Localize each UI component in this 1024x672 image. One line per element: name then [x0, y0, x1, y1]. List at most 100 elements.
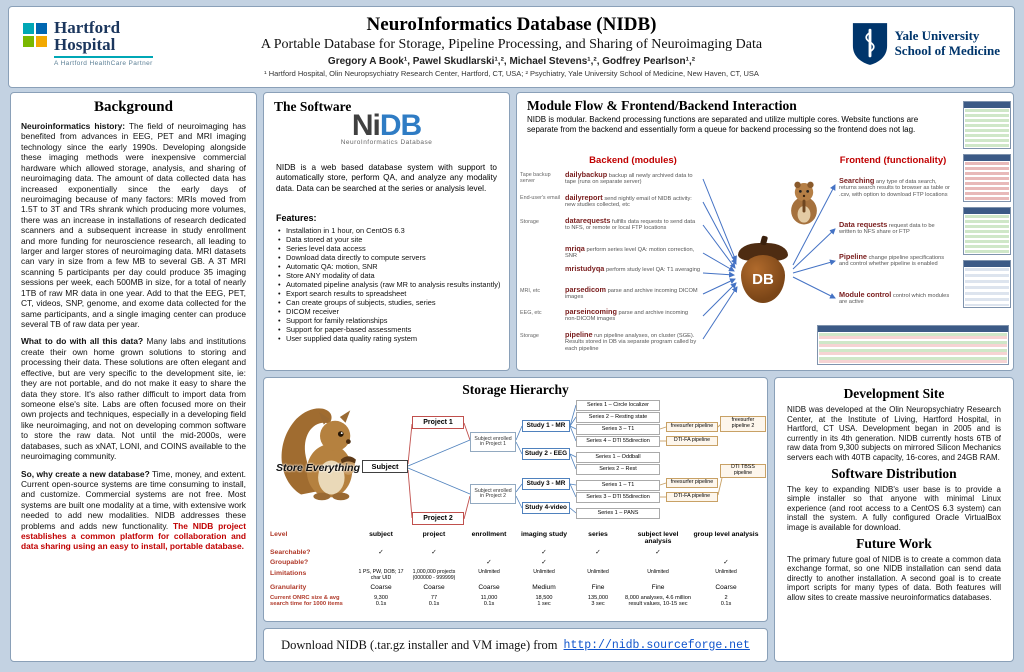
development-panel: Development Site NIDB was developed at t… [774, 377, 1014, 662]
feature-item: Support for family relationships [278, 316, 501, 325]
node-study1: Study 1 - MR [522, 420, 570, 432]
yale-line1: Yale University [894, 28, 980, 44]
hartford-tagline: A Hartford HealthCare Partner [54, 60, 153, 67]
feature-item: Installation in 1 hour, on CentOS 6.3 [278, 226, 501, 235]
nidb-logo-ni: Ni [351, 109, 381, 142]
nidb-logo-db: DB [379, 109, 422, 142]
feature-item: Can create groups of subjects, studies, … [278, 298, 501, 307]
devsite-title: Development Site [843, 386, 945, 401]
node-pipeline: freesurfer pipeline [666, 422, 718, 432]
nidb-logo-subtitle: NeuroInformatics Database [340, 139, 433, 146]
storage-table-row-groupable: Groupable? ✓ ✓ ✓ [270, 559, 729, 567]
software-panel: The Software NiDB NeuroInformatics Datab… [263, 92, 510, 371]
download-bar: Download NIDB (.tar.gz installer and VM … [263, 628, 768, 662]
frontend-function: Searching any type of data search, retur… [839, 177, 950, 198]
yale-shield-icon [852, 23, 887, 65]
background-p1-lead: Neuroinformatics history: [21, 121, 126, 131]
node-enrollment2: Subject enrolled in Project 2 [470, 484, 516, 504]
node-project2: Project 2 [412, 512, 464, 525]
storage-table: Level subject project enrollment imaging… [270, 528, 763, 608]
background-paragraph-1: Neuroinformatics history: The field of n… [21, 121, 246, 330]
db-acorn-graphic: DB [735, 241, 791, 305]
background-p3-lead: So, why create a new database? [21, 468, 150, 479]
node-pipeline: DTI-FA pipeline [666, 436, 718, 446]
poster-affiliations: ¹ Hartford Hospital, Olin Neuropsychiatr… [264, 69, 759, 78]
node-series: Series 3 – T1 [576, 424, 660, 435]
hartford-squares-icon [23, 23, 47, 67]
backend-module: mristudyqa perform study level QA: T1 av… [565, 265, 701, 273]
storage-panel: Storage Hierarchy [263, 377, 768, 622]
background-p2-lead: What to do with all this data? [21, 336, 144, 347]
background-paragraph-3: So, why create a new database? Time, mon… [21, 468, 246, 552]
node-series: Series 1 – T1 [576, 480, 660, 491]
download-link[interactable]: http://nidb.sourceforge.net [563, 638, 750, 652]
poster-title: NeuroInformatics Database (NIDB) [366, 14, 657, 35]
backend-source-label: Storage [520, 219, 539, 225]
node-enrollment1: Subject enrolled in Project 1 [470, 432, 516, 452]
yale-line2: School of Medicine [894, 43, 1000, 58]
node-pipeline: DTI TBSS pipeline [720, 464, 766, 478]
squirrel-mascot-image [281, 408, 356, 501]
node-study3: Study 3 - MR [522, 478, 570, 490]
feature-item: Automated pipeline analysis (raw MR to a… [278, 280, 501, 289]
node-project1: Project 1 [412, 416, 464, 429]
moduleflow-panel: Module Flow & Frontend/Backend Interacti… [516, 92, 1014, 371]
ui-screenshot-thumbnail-wide [817, 325, 1009, 365]
node-study4: Study 4-video [522, 502, 570, 514]
backend-source-label: Storage [520, 333, 539, 339]
feature-item: DICOM receiver [278, 307, 501, 316]
node-pipeline: DTI-FA pipeline [666, 492, 718, 502]
feature-item: Store ANY modality of data [278, 271, 501, 280]
node-pipeline: freesurfer pipeline 2 [720, 416, 766, 432]
background-title: Background [94, 99, 173, 115]
yale-logo: Yale University School of Medicine [851, 21, 1000, 67]
node-series: Series 2 – Rest [576, 464, 660, 475]
node-pipeline: freesurfer pipeline [666, 478, 718, 488]
frontend-function: Data requests request data to be written… [839, 221, 935, 236]
feature-item: Automatic QA: motion, SNR [278, 262, 501, 271]
moduleflow-title: Module Flow & Frontend/Backend Interacti… [527, 98, 797, 113]
backend-header: Backend (modules) [589, 155, 677, 166]
distribution-title: Software Distribution [831, 465, 957, 481]
node-series: Series 1 – Oddball [576, 452, 660, 463]
background-paragraph-2: What to do with all this data? Many labs… [21, 336, 246, 462]
storage-table-row-onrc-size: Current ONRC size & avg search time for … [270, 594, 732, 608]
hartford-hospital-logo: Hartford Hospital A Hartford HealthCare … [23, 19, 153, 67]
backend-module: parsedicom parse and archive incoming DI… [565, 286, 698, 301]
node-subject: Subject [362, 460, 408, 473]
background-panel: Background Neuroinformatics history: The… [10, 92, 257, 662]
backend-module: mriqa perform series level QA: motion co… [565, 245, 695, 260]
ui-screenshot-thumbnail [963, 154, 1011, 202]
features-label: Features: [276, 213, 317, 223]
header: Hartford Hospital A Hartford HealthCare … [8, 6, 1015, 88]
storage-table-row-searchable: Searchable? ✓ ✓ ✓ ✓ ✓ [270, 548, 661, 556]
chipmunk-image [791, 181, 817, 225]
devsite-text: NIDB was developed at the Olin Neuropsyc… [787, 405, 1001, 462]
backend-module: parseincoming parse and archive incoming… [565, 308, 689, 323]
backend-module: pipeline run pipeline analyses, on clust… [565, 331, 697, 352]
poster-subtitle: A Portable Database for Storage, Pipelin… [260, 37, 763, 52]
futurework-text: The primary future goal of NIDB is to cr… [787, 554, 1001, 602]
mascot-caption: Store Everything [275, 462, 361, 474]
storage-table-row-granularity: Granularity Coarse Coarse Coarse Medium … [270, 584, 737, 592]
futurework-title: Future Work [856, 535, 932, 551]
node-series: Series 1 – Circle localizer [576, 400, 660, 411]
node-series: Series 1 – PANS [576, 508, 660, 519]
frontend-function: Module control control which modules are… [839, 291, 950, 306]
backend-source-label: End-user's email [520, 195, 560, 201]
feature-item: Support for paper-based assessments [278, 325, 501, 334]
backend-source-label: EEG, etc [520, 310, 542, 316]
software-intro: NIDB is a web based database system with… [276, 163, 497, 193]
feature-item: Data stored at your site [278, 235, 501, 244]
backend-module: dailybackup backup all newly archived da… [565, 171, 693, 186]
nidb-logo: NiDB NeuroInformatics Database [264, 109, 509, 146]
ui-screenshot-thumbnail [963, 207, 1011, 255]
backend-module: dailyreport send nightly email of NIDB a… [565, 194, 692, 209]
storage-title: Storage Hierarchy [462, 382, 569, 397]
node-study2: Study 2 - EEG [522, 448, 570, 460]
background-highlight: The NIDB project establishes a common pl… [21, 520, 246, 552]
db-label: DB [752, 270, 774, 288]
download-label: Download NIDB (.tar.gz installer and VM … [281, 637, 558, 652]
frontend-header: Frontend (functionality) [839, 155, 947, 166]
